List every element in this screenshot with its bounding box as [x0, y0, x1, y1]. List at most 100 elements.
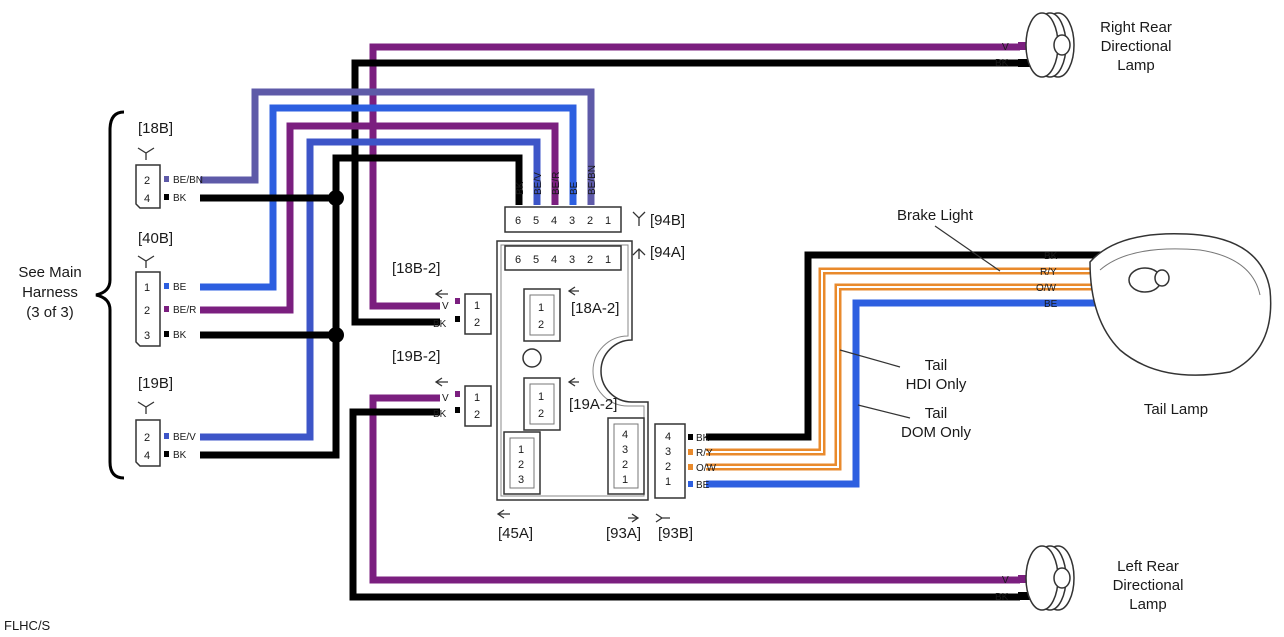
wire-right-lamp-v [369, 43, 1020, 310]
svg-text:2: 2 [474, 317, 480, 329]
svg-text:3: 3 [144, 330, 150, 342]
svg-text:2: 2 [538, 319, 544, 331]
label-93a-93b: [93A] [93B] [606, 513, 693, 542]
svg-text:BE/BN: BE/BN [173, 175, 203, 186]
svg-text:Right Rear: Right Rear [1100, 19, 1172, 36]
wire-bk-bus [200, 154, 523, 459]
mount-hole [522, 348, 542, 368]
svg-text:Lamp: Lamp [1117, 57, 1155, 74]
svg-text:See Main: See Main [18, 264, 81, 281]
svg-text:4: 4 [144, 450, 150, 462]
svg-text:[18B]: [18B] [138, 120, 173, 137]
svg-text:(3 of 3): (3 of 3) [26, 304, 74, 321]
svg-text:[94A]: [94A] [650, 244, 685, 261]
svg-text:[19A-2]: [19A-2] [569, 396, 617, 413]
svg-text:Left Rear: Left Rear [1117, 558, 1179, 575]
svg-text:BK: BK [433, 409, 447, 420]
svg-text:2: 2 [144, 175, 150, 187]
connector-18a2 [523, 288, 561, 342]
svg-text:[40B]: [40B] [138, 230, 173, 247]
splice-bk-2 [328, 327, 344, 343]
svg-text:BK: BK [1044, 251, 1058, 262]
wires-94-labels: BK BE/V BE/R BE BE/BN [515, 165, 598, 195]
svg-text:2: 2 [518, 459, 524, 471]
model-label: FLHC/S [4, 618, 51, 633]
svg-text:[93A]: [93A] [606, 525, 641, 542]
svg-text:2: 2 [474, 409, 480, 421]
svg-text:BE: BE [696, 480, 710, 491]
svg-text:HDI Only: HDI Only [906, 376, 967, 393]
svg-text:BK: BK [696, 433, 710, 444]
wires [200, 43, 1139, 601]
connector-19b2: [19B-2] V BK 1 2 [392, 348, 492, 427]
svg-text:R/Y: R/Y [1040, 267, 1057, 278]
svg-text:V: V [442, 393, 449, 404]
svg-text:1: 1 [474, 300, 480, 312]
module-body: 6 5 4 3 2 1 [94A] 1 2 [18A-2] 1 2 [19A-2… [496, 240, 685, 501]
svg-text:[45A]: [45A] [498, 525, 533, 542]
left-rear-lamp: V BK Left Rear Directional Lamp [995, 545, 1183, 613]
svg-text:1: 1 [665, 476, 671, 488]
svg-text:Tail: Tail [925, 357, 948, 374]
connector-40b: [40B] 1 2 3 BE BE/R BK [135, 230, 196, 347]
svg-text:3: 3 [569, 254, 575, 266]
svg-text:Harness: Harness [22, 284, 78, 301]
svg-text:3: 3 [622, 444, 628, 456]
svg-text:2: 2 [144, 432, 150, 444]
svg-text:1: 1 [622, 474, 628, 486]
svg-text:BE/R: BE/R [551, 172, 562, 195]
wire-right-lamp-bk [351, 59, 1020, 326]
svg-text:BE/BN: BE/BN [587, 165, 598, 195]
harness-label: See Main Harness (3 of 3) [18, 264, 81, 321]
svg-text:V: V [1002, 575, 1009, 586]
svg-text:1: 1 [538, 391, 544, 403]
connector-18b2: [18B-2] V BK 1 2 [392, 260, 492, 335]
tail-lamp: Tail Lamp [1089, 233, 1272, 418]
svg-text:1: 1 [605, 254, 611, 266]
svg-text:BK: BK [173, 450, 187, 461]
svg-text:2: 2 [587, 215, 593, 227]
tail-hdi-callout: Tail HDI Only [839, 349, 967, 393]
connector-19b: [19B] 2 4 BE/V BK [135, 375, 196, 467]
svg-text:BK: BK [173, 330, 187, 341]
connector-94a [504, 245, 622, 271]
wire-be [200, 104, 577, 291]
svg-text:5: 5 [533, 254, 539, 266]
svg-text:3: 3 [665, 446, 671, 458]
svg-text:1: 1 [605, 215, 611, 227]
svg-text:DOM Only: DOM Only [901, 424, 972, 441]
svg-text:2: 2 [144, 305, 150, 317]
tail-wire-labels: BK R/Y O/W BE [1036, 251, 1058, 310]
svg-text:6: 6 [515, 254, 521, 266]
brake-light-callout: Brake Light [897, 207, 1001, 272]
svg-text:Brake Light: Brake Light [897, 207, 974, 224]
svg-text:O/W: O/W [696, 463, 717, 474]
svg-text:V: V [442, 301, 449, 312]
wire-be-v [200, 138, 541, 441]
svg-text:[18B-2]: [18B-2] [392, 260, 440, 277]
wire-be-r [200, 122, 559, 314]
svg-text:BK: BK [995, 58, 1009, 69]
svg-text:4: 4 [665, 431, 671, 443]
svg-text:BE: BE [569, 181, 580, 195]
svg-text:1: 1 [518, 444, 524, 456]
svg-text:Tail: Tail [925, 405, 948, 422]
svg-text:3: 3 [569, 215, 575, 227]
svg-text:2: 2 [587, 254, 593, 266]
wire-left-lamp-bk [349, 408, 1020, 601]
label-45a: [45A] [496, 509, 533, 542]
svg-text:4: 4 [622, 429, 628, 441]
wire-tail-bk [706, 251, 1139, 441]
harness-brace [95, 110, 125, 480]
svg-text:[94B]: [94B] [650, 212, 685, 229]
svg-text:[93B]: [93B] [658, 525, 693, 542]
connector-18b: [18B] 2 4 BE/BN BK [135, 120, 203, 209]
connector-94b: BK BE/V BE/R BE BE/BN 6 5 4 3 2 1 [94B] [504, 165, 685, 233]
svg-text:4: 4 [551, 215, 557, 227]
svg-text:5: 5 [533, 215, 539, 227]
svg-text:Tail Lamp: Tail Lamp [1144, 401, 1208, 418]
svg-text:4: 4 [551, 254, 557, 266]
svg-text:BE/R: BE/R [173, 305, 196, 316]
svg-text:BK: BK [173, 193, 187, 204]
